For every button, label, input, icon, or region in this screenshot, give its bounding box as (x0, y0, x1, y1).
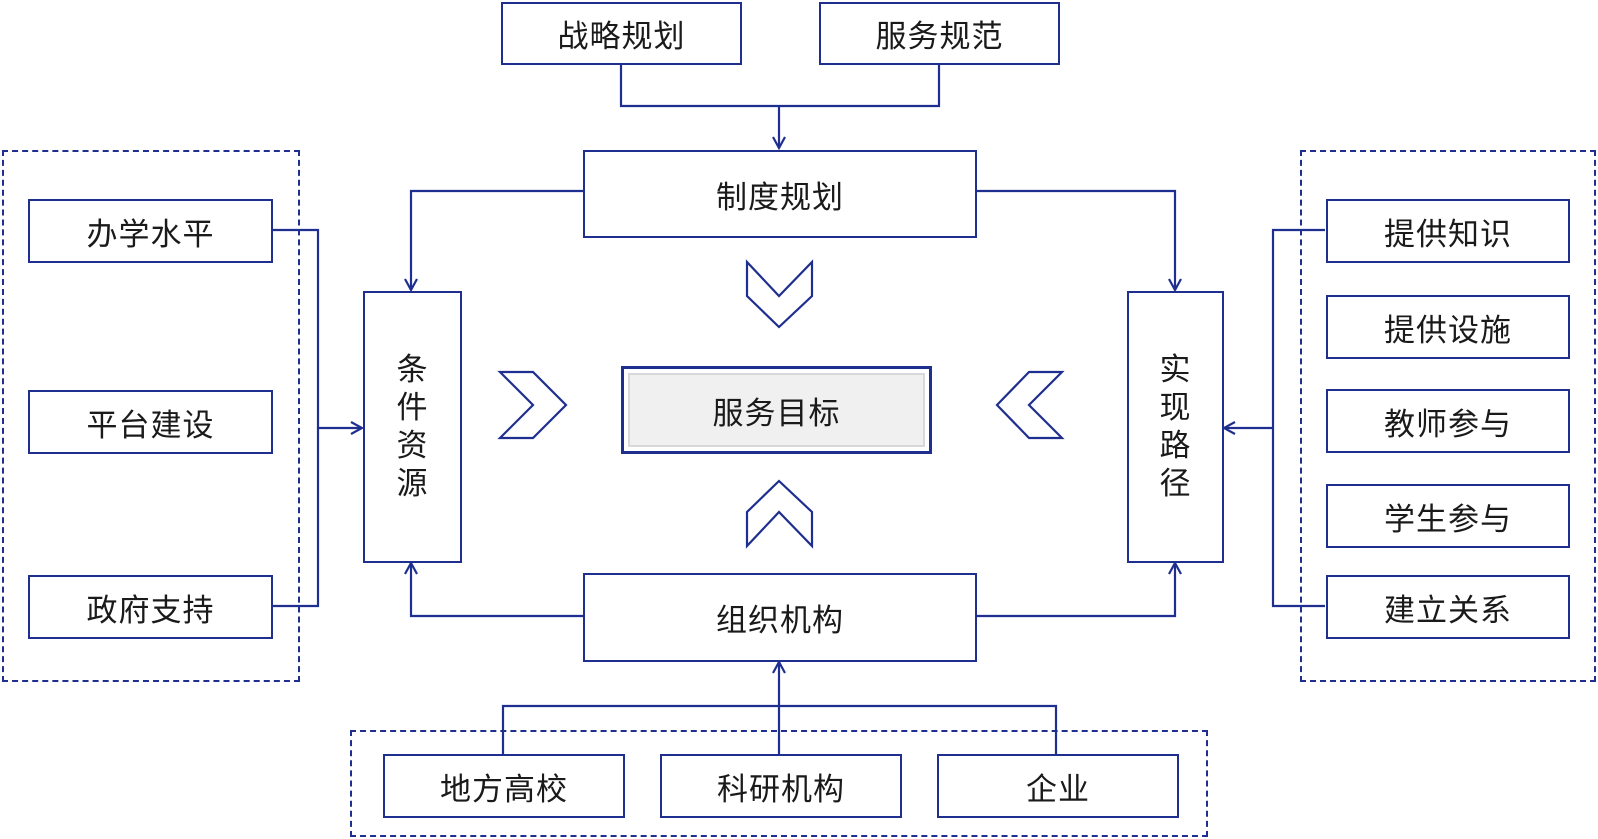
connector-left-group (272, 228, 320, 608)
right-group-item: 学生参与 (1326, 484, 1570, 548)
bottom-group-label: 科研机构 (717, 771, 845, 808)
connector-right-group (1271, 228, 1325, 608)
right-group-label: 建立关系 (1384, 592, 1512, 629)
conditions-char: 件 (396, 390, 429, 426)
left-group-frame (2, 150, 300, 682)
right-group-frame (1300, 150, 1596, 682)
goal-label: 服务目标 (712, 395, 841, 432)
bottom-group-item: 地方高校 (383, 754, 625, 818)
institution-label: 制度规划 (716, 179, 844, 216)
path-char: 实 (1159, 352, 1192, 388)
right-group-item: 提供知识 (1326, 199, 1570, 263)
left-group-item: 政府支持 (28, 575, 273, 639)
strategy-box: 战略规划 (501, 2, 742, 65)
service-norms-label: 服务规范 (875, 19, 1004, 55)
right-group-label: 学生参与 (1384, 501, 1512, 538)
path-char: 现 (1159, 390, 1192, 426)
arrow-institution-to-conditions (411, 189, 583, 290)
bottom-group-label: 企业 (1026, 771, 1090, 808)
bottom-group-frame (350, 730, 1208, 837)
left-group-item: 平台建设 (28, 390, 273, 454)
arrow-institution-to-path (975, 189, 1175, 290)
organization-label: 组织机构 (716, 603, 844, 639)
arrow-organization-to-path (975, 563, 1175, 618)
organization-box: 组织机构 (583, 573, 977, 662)
left-group-item: 办学水平 (28, 199, 273, 263)
right-group-item: 提供设施 (1326, 295, 1570, 359)
conditions-box: 条 件 资 源 (363, 291, 462, 563)
chevron-left-icon (995, 370, 1065, 440)
bottom-group-item: 企业 (937, 754, 1179, 818)
arrow-organization-to-conditions (411, 563, 583, 618)
right-group-label: 教师参与 (1384, 406, 1512, 443)
bottom-group-label: 地方高校 (440, 771, 568, 808)
right-group-label: 提供设施 (1384, 312, 1512, 349)
path-char: 径 (1159, 466, 1192, 502)
connector-strategy (619, 64, 941, 108)
institution-box: 制度规划 (583, 150, 977, 238)
left-group-label: 政府支持 (86, 592, 215, 629)
left-group-label: 平台建设 (86, 407, 215, 444)
bottom-group-item: 科研机构 (660, 754, 902, 818)
right-group-label: 提供知识 (1384, 216, 1512, 253)
conditions-char: 源 (396, 466, 429, 502)
chevron-down-icon (745, 259, 814, 329)
strategy-label: 战略规划 (557, 19, 686, 55)
conditions-char: 条 (396, 352, 429, 388)
chevron-up-icon (745, 479, 814, 549)
service-norms-box: 服务规范 (819, 2, 1060, 65)
chevron-right-icon (497, 370, 568, 440)
goal-box: 服务目标 (621, 366, 932, 454)
left-group-label: 办学水平 (86, 216, 215, 253)
right-group-item: 建立关系 (1326, 575, 1570, 639)
conditions-char: 资 (396, 428, 429, 464)
path-box: 实 现 路 径 (1127, 291, 1224, 563)
path-char: 路 (1159, 428, 1192, 464)
right-group-item: 教师参与 (1326, 389, 1570, 453)
